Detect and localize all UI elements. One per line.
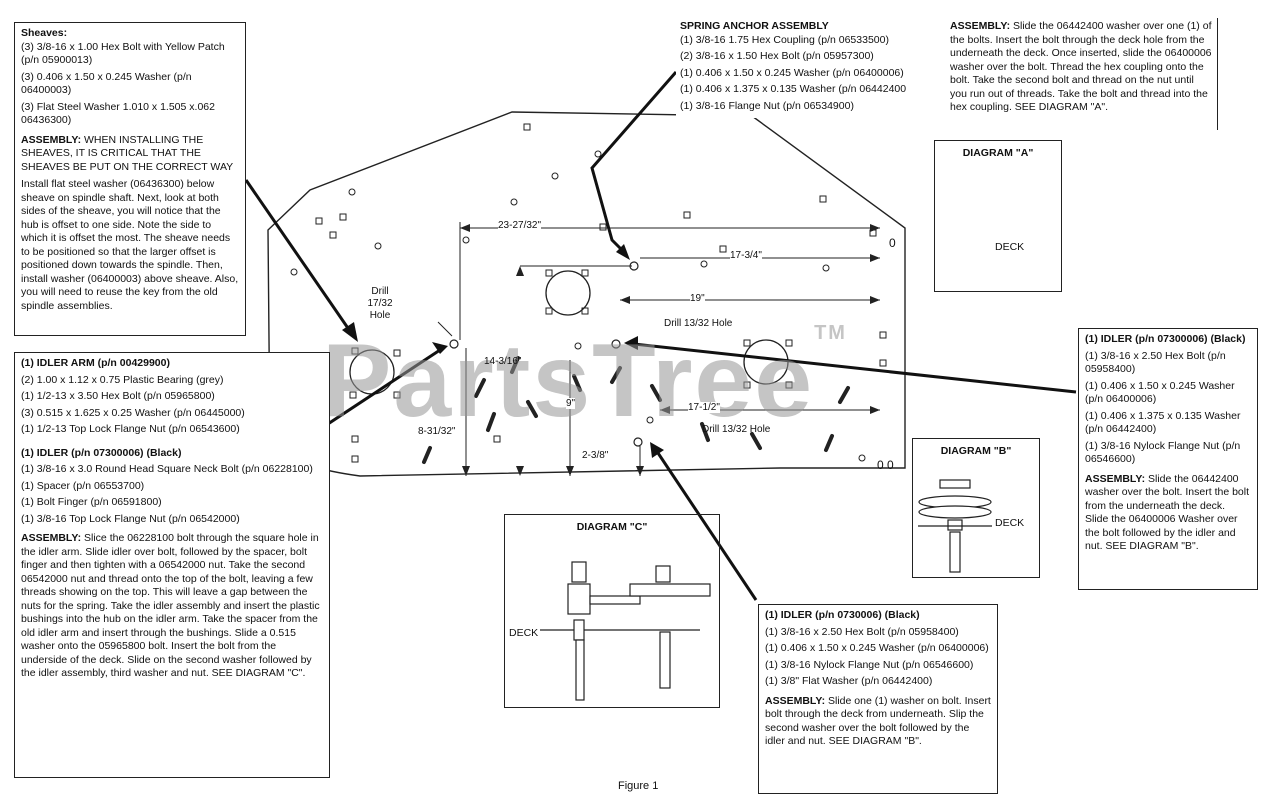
idler-bottom-assembly-text: Slide one (1) washer on bolt. Insert bol…	[765, 694, 991, 748]
idler-bottom-box: (1) IDLER (p/n 0730006) (Black) (1) 3/8-…	[758, 604, 998, 794]
sheaves-box: Sheaves: (3) 3/8-16 x 1.00 Hex Bolt with…	[14, 22, 246, 336]
idler-right-line-1: (1) 3/8-16 x 2.50 Hex Bolt (p/n 05958400…	[1085, 349, 1226, 376]
idler-arm-idler-title: (1) IDLER (p/n 07300006) (Black)	[21, 446, 182, 459]
idler-arm-idler-line-2: (1) Spacer (p/n 06553700)	[21, 479, 145, 492]
idler-bottom-line-3: (1) 3/8-16 Nylock Flange Nut (p/n 065466…	[765, 658, 974, 671]
sheaves-line-3: (3) Flat Steel Washer 1.010 x 1.505 x.06…	[21, 100, 215, 127]
idler-arm-assembly-text: Slice the 06228100 bolt through the squa…	[21, 532, 320, 679]
dim-14-3-16: 14-3/16"	[484, 356, 522, 367]
sheaves-assembly-caps: WHEN INSTALLING THE SHEAVES, IT IS CRITI…	[21, 133, 234, 173]
idler-right-line-3: (1) 0.406 x 1.375 x 0.135 Washer (p/n 06…	[1085, 409, 1241, 436]
diagram-a-deck-label: DECK	[995, 241, 1025, 253]
diagram-c: DIAGRAM "C" DECK	[504, 514, 720, 708]
diagram-b-title: DIAGRAM "B"	[940, 445, 1012, 457]
deck-mounting-holes	[315, 123, 887, 463]
watermark: PartsTreeTM	[322, 322, 847, 439]
spring-anchor-title: SPRING ANCHOR ASSEMBLY	[680, 20, 829, 32]
idler-arm-line-4: (1) 1/2-13 Top Lock Flange Nut (p/n 0654…	[21, 423, 240, 435]
diagram-c-deck-label: DECK	[509, 627, 539, 639]
idler-arm-line-2: (1) 1/2-13 x 3.50 Hex Bolt (p/n 05965800…	[21, 390, 215, 402]
idler-right-line-4: (1) 3/8-16 Nylock Flange Nut (p/n 065466…	[1085, 439, 1241, 466]
dim-2-3-8: 2-3/8"	[582, 450, 609, 461]
diagram-c-title: DIAGRAM "C"	[576, 521, 648, 533]
idler-right-assembly-label: ASSEMBLY:	[1085, 472, 1146, 485]
idler-arm-line-3: (3) 0.515 x 1.625 x 0.25 Washer (p/n 064…	[21, 406, 245, 419]
idler-right-line-2: (1) 0.406 x 1.50 x 0.245 Washer (p/n 064…	[1085, 379, 1235, 406]
spring-anchor-line-1: (1) 3/8-16 1.75 Hex Coupling (p/n 065335…	[680, 33, 889, 46]
dim-23-27-32: 23-27/32"	[498, 220, 542, 231]
spring-anchor-line-2: (2) 3/8-16 x 1.50 Hex Bolt (p/n 05957300…	[680, 50, 874, 62]
diagram-c-drawing	[540, 561, 711, 701]
idler-arm-idler-line-4: (1) 3/8-16 Top Lock Flange Nut (p/n 0654…	[21, 512, 240, 525]
idler-bottom-line-1: (1) 3/8-16 x 2.50 Hex Bolt (p/n 05958400…	[765, 625, 959, 638]
idler-bottom-line-2: (1) 0.406 x 1.50 x 0.245 Washer (p/n 064…	[765, 642, 989, 654]
spring-anchor-line-3: (1) 0.406 x 1.50 x 0.245 Washer (p/n 064…	[680, 66, 904, 79]
idler-arm-idler-line-1: (1) 3/8-16 x 3.0 Round Head Square Neck …	[21, 463, 313, 475]
idler-arm-assembly-label: ASSEMBLY:	[21, 532, 82, 544]
spring-anchor-line-5: (1) 3/8-16 Flange Nut (p/n 06534900)	[680, 99, 854, 112]
dim-19: 19"	[690, 293, 705, 304]
idler-arm-box: (1) IDLER ARM (p/n 00429900) (2) 1.00 x …	[14, 352, 330, 778]
idler-arm-title: (1) IDLER ARM (p/n 00429900)	[21, 357, 170, 369]
marker-top: 0	[889, 236, 896, 250]
figure-caption: Figure 1	[618, 780, 659, 792]
dim-17-3-4: 17-3/4"	[730, 250, 762, 261]
diagram-b: DIAGRAM "B" DECK	[912, 438, 1040, 578]
dim-8-31-32: 8-31/32"	[418, 426, 456, 437]
idler-arm-line-1: (2) 1.00 x 1.12 x 0.75 Plastic Bearing (…	[21, 373, 224, 386]
diagram-a-title: DIAGRAM "A"	[962, 147, 1034, 159]
sheaves-assembly-label: ASSEMBLY:	[21, 133, 82, 146]
sheaves-title: Sheaves:	[21, 27, 68, 39]
diagram-a: DIAGRAM "A" DECK	[934, 140, 1062, 292]
spring-anchor-line-4: (1) 0.406 x 1.375 x 0.135 Washer (p/n 06…	[680, 83, 907, 95]
diagram-b-drawing	[918, 479, 992, 573]
dim-9: 9"	[566, 398, 576, 409]
diagram-b-deck-label: DECK	[995, 517, 1025, 529]
idler-arm-idler-line-3: (1) Bolt Finger (p/n 06591800)	[21, 496, 162, 508]
spring-anchor-assembly: ASSEMBLY: Slide the 06442400 washer over…	[946, 18, 1218, 130]
drill-17-32-label: Drill 17/32 Hole	[367, 286, 393, 321]
idler-right-assembly-text: Slide the 06442400 washer over the bolt.…	[1085, 472, 1250, 553]
idler-bottom-line-4: (1) 3/8" Flat Washer (p/n 06442400)	[765, 675, 933, 687]
dim-17-1-2: 17-1/2"	[688, 402, 720, 413]
idler-bottom-title: (1) IDLER (p/n 0730006) (Black)	[765, 609, 920, 621]
idler-right-box: (1) IDLER (p/n 07300006) (Black) (1) 3/8…	[1078, 328, 1258, 590]
spindle-hole-center	[545, 270, 591, 316]
deck-slots	[422, 356, 850, 464]
spring-anchor-assembly-text: Slide the 06442400 washer over one (1) o…	[950, 20, 1212, 113]
sheaves-line-1: (3) 3/8-16 x 1.00 Hex Bolt with Yellow P…	[21, 40, 225, 67]
idler-bottom-assembly-label: ASSEMBLY:	[765, 694, 826, 707]
spring-anchor-assembly-label: ASSEMBLY:	[950, 20, 1011, 32]
drill-13-32-label-upper: Drill 13/32 Hole	[664, 318, 733, 329]
spring-anchor-parts: SPRING ANCHOR ASSEMBLY (1) 3/8-16 1.75 H…	[676, 18, 942, 118]
idler-right-title: (1) IDLER (p/n 07300006) (Black)	[1085, 333, 1246, 345]
drill-13-32-label-lower: Drill 13/32 Hole	[702, 424, 771, 435]
sheaves-assembly-text: Install flat steel washer (06436300) bel…	[21, 178, 239, 312]
sheaves-line-2: (3) 0.406 x 1.50 x 0.245 Washer (p/n 064…	[21, 70, 192, 97]
marker-bottom: 0 0	[877, 458, 894, 472]
